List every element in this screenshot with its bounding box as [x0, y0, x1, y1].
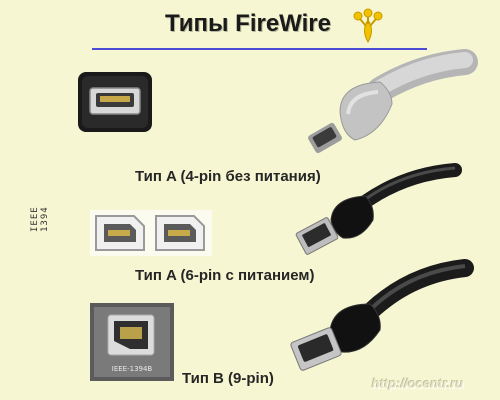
caption-type-a-4pin: Тип A (4-pin без питания): [135, 168, 321, 185]
cable-6pin-image: [295, 163, 462, 255]
firewire-logo-icon: [353, 8, 383, 43]
port-9pin-image: IEEE-1394B: [90, 303, 174, 381]
watermark: http://ocentr.ru: [372, 376, 464, 391]
ieee-1394-vertical-label: IEEE 1394: [30, 206, 50, 232]
ieee-1394b-label: IEEE-1394B: [112, 365, 153, 373]
page-title: Типы FireWire: [165, 10, 331, 37]
cable-4pin-image: [308, 49, 478, 154]
caption-type-a-6pin: Тип A (6-pin с питанием): [135, 267, 315, 284]
port-4pin-image: [78, 72, 152, 132]
title-divider: [92, 48, 427, 50]
port-6pin-pair-image: [90, 210, 212, 256]
cable-9pin-image: [290, 259, 474, 371]
caption-type-b-9pin: Тип B (9-pin): [182, 370, 274, 387]
